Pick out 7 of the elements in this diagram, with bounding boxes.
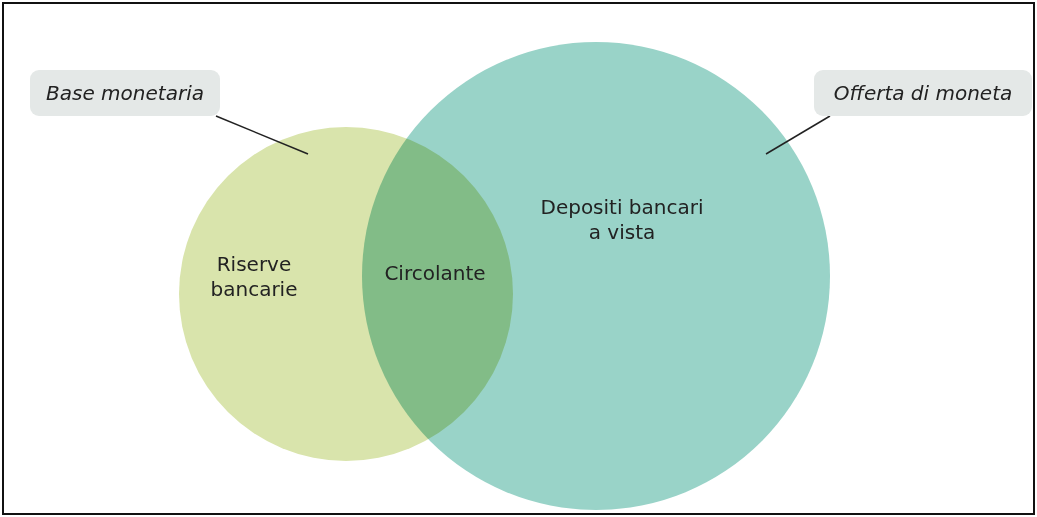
- region-label: Circolante: [383, 261, 487, 286]
- region-label: Depositi bancari a vista: [539, 195, 705, 245]
- leader-line: [765, 115, 831, 155]
- callout-label: Base monetaria: [30, 70, 220, 116]
- callout-label: Offerta di moneta: [814, 70, 1032, 116]
- region-label: Riserve bancarie: [209, 252, 299, 302]
- leader-line: [215, 115, 309, 155]
